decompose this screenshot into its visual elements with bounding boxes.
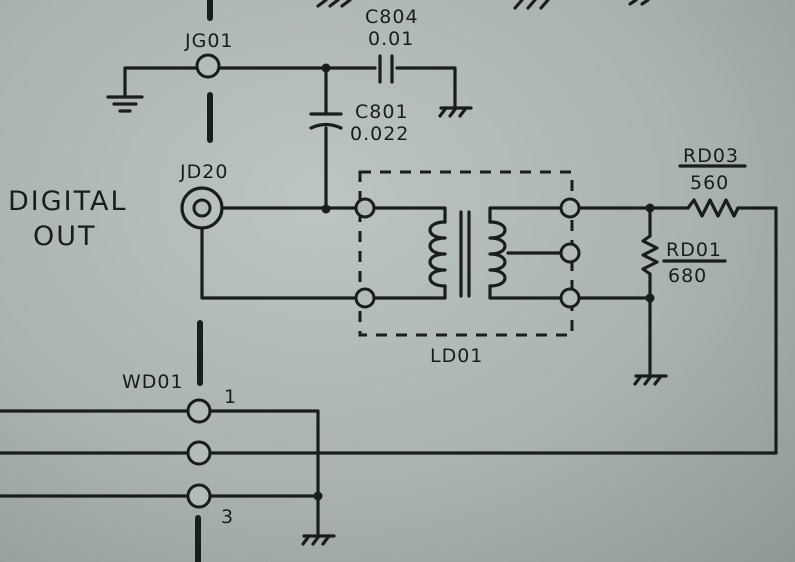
junction-dot [313,491,323,501]
label-jg01: JG01 [184,30,234,52]
jg01-terminal [195,53,221,79]
label-ld01: LD01 [430,345,483,367]
label-rd01-value: 680 [668,265,707,287]
label-jd20: JD20 [179,161,228,183]
wd01-pin-3 [186,483,212,509]
ground-symbol-left [106,95,144,113]
capacitor-c801 [309,112,343,130]
ld01-terminal-3 [559,197,581,219]
label-wd01: WD01 [122,371,184,393]
label-out: OUT [33,221,97,252]
wd01-pin-1 [186,398,212,424]
label-rd01-ref: RD01 [666,239,722,261]
ld01-enclosure [358,170,574,337]
wire-jd20-shield [200,226,357,300]
chassis-ground-c804 [438,106,473,118]
transformer-core [459,210,471,298]
label-pin-1: 1 [224,386,237,408]
jd20-coax-jack [180,186,224,230]
label-rd03-ref: RD03 [683,145,739,167]
top-edge-fragments [316,0,650,10]
label-c804-ref: C804 [365,6,419,28]
transformer-primary-winding [372,206,447,300]
label-c801-ref: C801 [355,101,409,123]
transformer-secondary-winding [488,206,563,300]
capacitor-c804 [378,54,394,84]
resistor-rd03 [686,198,740,218]
label-pin-3: 3 [221,506,234,528]
label-c804-value: 0.01 [368,28,414,50]
ld01-terminal-5 [559,287,581,309]
ld01-terminal-1 [354,197,376,219]
chassis-ground-wd01 [301,534,336,546]
label-rd03-value: 560 [690,172,729,194]
wire-rd03-return [736,206,778,455]
wd01-pin-2 [186,440,212,466]
wire-c804-ground [395,66,457,110]
label-c801-value: 0.022 [350,123,409,145]
resistor-rd01 [641,234,659,276]
label-digital: DIGITAL [8,186,128,217]
ld01-terminal-2 [354,287,376,309]
chassis-ground-rd01 [633,374,668,386]
ld01-terminal-4 [559,242,581,264]
